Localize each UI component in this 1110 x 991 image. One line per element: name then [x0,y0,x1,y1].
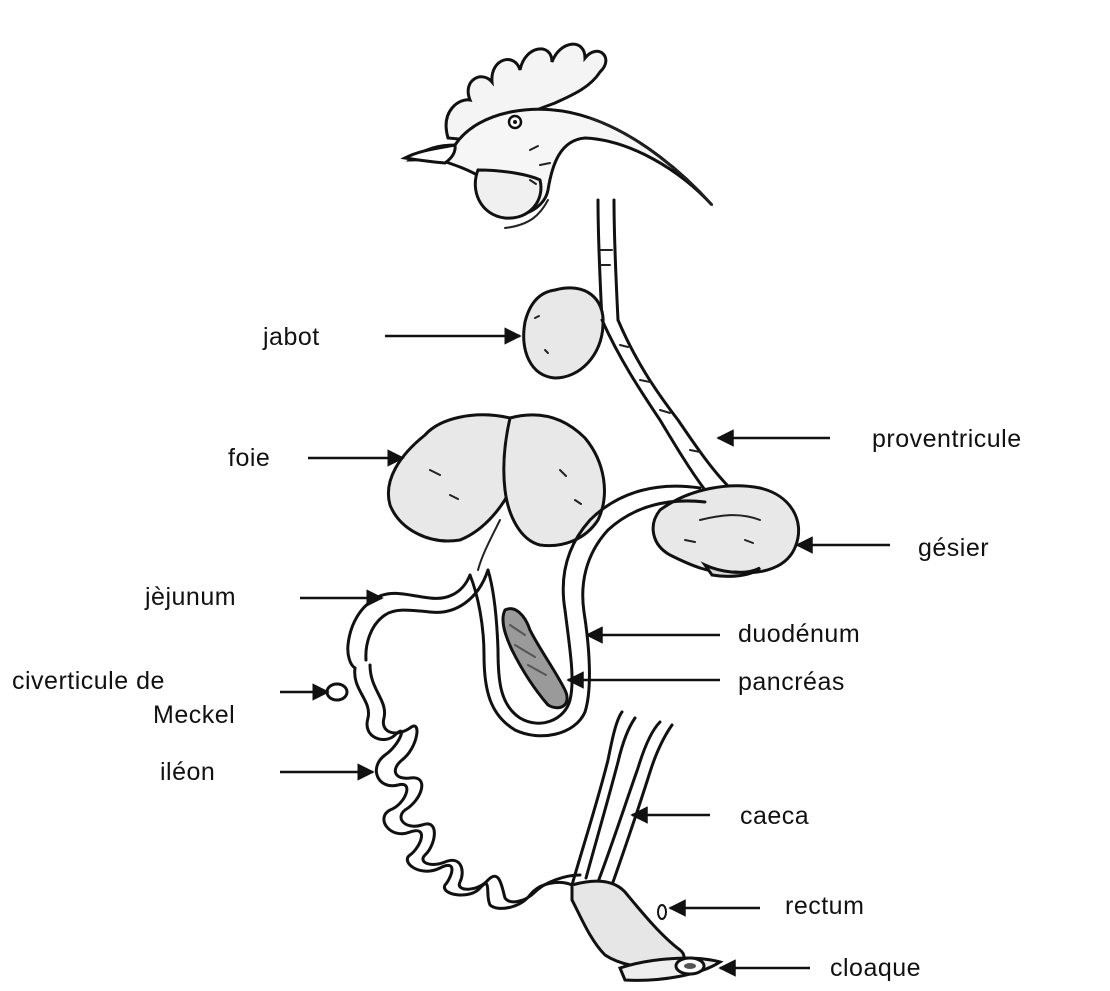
label-gesier: gésier [918,534,989,562]
label-jabot: jabot [262,323,320,351]
proventriculus-organ [602,320,730,490]
caeca-organ [572,712,672,885]
label-pancreas: pancréas [738,668,845,696]
label-proventricule: proventricule [872,425,1022,453]
label-foie: foie [228,444,270,472]
crop-organ [524,288,603,378]
label-duodenum: duodénum [738,620,860,648]
pointer-arrows [280,336,890,968]
label-caeca: caeca [740,802,809,830]
meckel-diverticulum [327,684,347,700]
chicken-head [405,44,712,228]
label-diverticule-line2: Meckel [153,701,235,729]
esophagus [598,200,618,320]
pancreas-organ [503,609,567,708]
label-jejunum: jèjunum [144,583,236,611]
label-rectum: rectum [785,892,864,920]
rectum-organ [572,881,684,968]
label-ileon: iléon [160,758,215,786]
label-cloaque: cloaque [830,954,921,982]
jejunum [348,570,488,668]
wattle [475,170,541,218]
gizzard-organ [653,486,798,573]
label-diverticule-line1: civerticule de [12,667,165,695]
